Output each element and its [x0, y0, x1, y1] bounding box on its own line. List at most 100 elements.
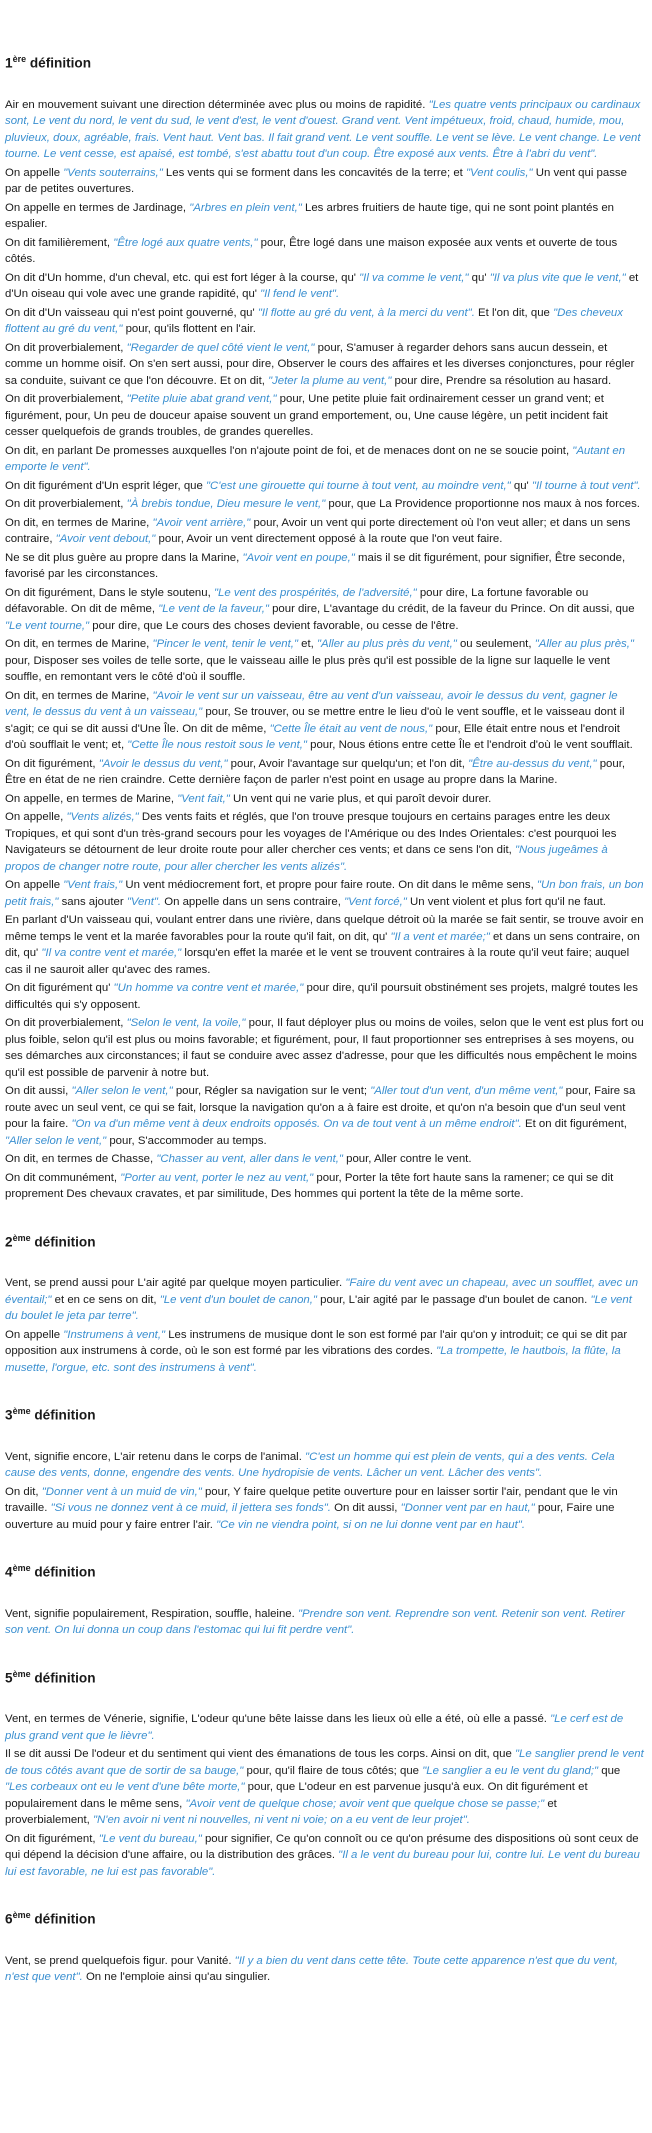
definition-paragraph: On dit proverbialement, "Petite pluie ab…	[5, 391, 644, 441]
definition-text: pour, que L'odeur en est parvenue jusqu'…	[5, 1781, 588, 1810]
definition-text: On dit figurément,	[5, 757, 99, 770]
definition-ordinal-suffix: ème	[12, 1406, 31, 1417]
definition-text: qu'	[510, 479, 532, 492]
example-quote: "Jeter la plume au vent,"	[268, 374, 392, 387]
example-quote: "Il fend le vent".	[260, 288, 340, 301]
example-quote: "Pincer le vent, tenir le vent,"	[152, 638, 298, 651]
definition-text: On dit, en termes de Chasse,	[5, 1153, 157, 1166]
definition-heading: 1ère définition	[5, 50, 644, 73]
definition-text: On dit aussi,	[5, 1085, 72, 1098]
example-quote: "Avoir le dessus du vent,"	[98, 757, 228, 770]
definition-paragraph: On dit figurément d'Un esprit léger, que…	[5, 478, 644, 495]
definition-text: Des vents faits et réglés, que l'on trou…	[5, 811, 617, 857]
definition-text: Il se dit aussi De l'odeur et du sentime…	[5, 1748, 515, 1761]
definition-text: On appelle dans un sens contraire,	[161, 895, 345, 908]
definition-text: pour, qu'ils flottent en l'air.	[122, 323, 256, 336]
definition-text: Vent, se prend aussi pour L'air agité pa…	[5, 1277, 346, 1290]
definition-paragraph: On dit proverbialement, "Regarder de que…	[5, 340, 644, 390]
example-quote: "Un bon frais, un bon petit frais,"	[5, 879, 644, 908]
example-quote: "Vent forcé,"	[344, 895, 407, 908]
example-quote: "Aller au plus près,"	[534, 638, 634, 651]
definition-label: définition	[34, 1670, 96, 1686]
example-quote: "Petite pluie abat grand vent,"	[126, 393, 277, 406]
definition-text: On dit figurément d'Un esprit léger, que	[5, 479, 206, 492]
example-quote: "Avoir vent debout,"	[55, 533, 156, 546]
example-quote: "Des cheveux flottent au gré du vent,"	[5, 306, 623, 336]
definition-text: Un vent qui ne varie plus, et qui paroît…	[229, 792, 492, 805]
definition-ordinal-suffix: ère	[12, 54, 27, 64]
definition-text: On dit, en termes de Marine,	[5, 638, 153, 651]
definition-paragraph: On appelle, "Vents alizés," Des vents fa…	[5, 809, 644, 875]
example-quote: "Il y a bien du vent dans cette tête. To…	[5, 1954, 618, 1984]
definition-text: lorsqu'en effet la marée et le vent se t…	[5, 947, 630, 976]
definition-text: On dit figurément,	[5, 1832, 99, 1845]
definition-text: pour, Elle était entre nous et l'endroit…	[5, 722, 620, 752]
example-quote: "Les quatre vents principaux ou cardinau…	[5, 98, 641, 161]
definition-text: On dit,	[5, 1485, 42, 1498]
definition-paragraph: On dit d'Un homme, d'un cheval, etc. qui…	[5, 270, 644, 303]
definition-text: On appelle	[5, 1328, 64, 1341]
example-quote: "Il va plus vite que le vent,"	[489, 271, 626, 284]
example-quote: "À brebis tondue, Dieu mesure le vent,"	[126, 498, 326, 511]
definition-text: Un vent violent et plus fort qu'il ne fa…	[406, 895, 606, 908]
definition-text: On dit, en parlant De promesses auxquell…	[5, 444, 573, 457]
definition-paragraph: On dit figurément, Dans le style soutenu…	[5, 585, 644, 635]
definition-text: pour, Être en état de ne rien craindre. …	[5, 757, 626, 787]
example-quote: "Regarder de quel côté vient le vent,"	[126, 341, 315, 354]
definition-paragraph: Vent, en termes de Vénerie, signifie, L'…	[5, 1711, 644, 1744]
example-quote: "Selon le vent, la voile,"	[126, 1017, 246, 1030]
example-quote: "Vent coulis,"	[466, 166, 533, 179]
definition-label: définition	[34, 1564, 96, 1580]
definition-paragraph: On dit aussi, "Aller selon le vent," pou…	[5, 1083, 644, 1149]
example-quote: "Autant en emporte le vent".	[5, 444, 626, 474]
definition-text: Les vents qui se forment dans les concav…	[162, 166, 467, 179]
definition-text: On appelle en termes de Jardinage,	[5, 201, 190, 214]
definition-text: On dit d'Un homme, d'un cheval, etc. qui…	[5, 271, 360, 284]
definition-text: mais il se dit figurément, pour signifie…	[5, 551, 626, 581]
definition-text: Les arbres fruitiers de haute tige, qui …	[5, 201, 615, 231]
definition-label: définition	[34, 1407, 96, 1423]
definition-text: pour, Y faire quelque petite ouverture p…	[5, 1485, 618, 1515]
example-quote: "Il va comme le vent,"	[359, 271, 469, 284]
example-quote: "Le vent des prospérités, de l'adversité…	[213, 586, 417, 599]
definition-text: On appelle,	[5, 811, 67, 824]
definition-text: Ne se dit plus guère au propre dans la M…	[5, 551, 243, 564]
definition-text: et dans un sens contraire, on dit, qu'	[5, 930, 640, 960]
definition-text: pour, qu'il flaire de tous côtés; que	[243, 1764, 423, 1777]
example-quote: "Avoir vent en poupe,"	[242, 551, 355, 564]
definition-paragraph: Vent, signifie populairement, Respiratio…	[5, 1606, 644, 1639]
example-quote: "Le vent d'un boulet de canon,"	[159, 1293, 317, 1306]
definition-heading: 5ème définition	[5, 1665, 644, 1688]
definition-paragraph: On dit proverbialement, "Selon le vent, …	[5, 1015, 644, 1081]
definition-number: 6	[5, 1911, 13, 1927]
example-quote: "Avoir le vent sur un vaisseau, être au …	[5, 689, 618, 719]
example-quote: "Aller tout d'un vent, d'un même vent,"	[370, 1085, 563, 1098]
definition-paragraph: En parlant d'Un vaisseau qui, voulant en…	[5, 912, 644, 978]
example-quote: "N'en avoir ni vent ni nouvelles, ni ven…	[93, 1814, 470, 1827]
example-quote: "Aller selon le vent,"	[71, 1085, 173, 1098]
definition-text: pour, Faire sa route avec un seul vent, …	[5, 1085, 636, 1131]
definition-text: pour, Porter la tête fort haute sans la …	[5, 1171, 614, 1201]
definition-label: définition	[34, 1911, 96, 1927]
definition-paragraph: On appelle "Vent frais," Un vent médiocr…	[5, 877, 644, 910]
definition-text: Un vent qui passe par de petites ouvertu…	[5, 166, 627, 196]
example-quote: "Donner vent par en haut,"	[400, 1502, 535, 1515]
definition-text: pour dire, L'avantage du crédit, de la f…	[268, 603, 635, 616]
definition-paragraph: On appelle "Instrumens à vent," Les inst…	[5, 1327, 644, 1377]
example-quote: "C'est une girouette qui tourne à tout v…	[206, 479, 511, 492]
definition-text: pour, Faire une ouverture au muid pour y…	[5, 1502, 615, 1531]
definition-text: sans ajouter	[58, 895, 127, 908]
definition-text: En parlant d'Un vaisseau qui, voulant en…	[5, 914, 644, 943]
definition-paragraph: On dit figurément qu' "Un homme va contr…	[5, 980, 644, 1013]
definition-text: pour, L'air agité par le passage d'un bo…	[316, 1293, 591, 1306]
definition-text: On dit, en termes de Marine,	[5, 516, 153, 529]
definition-text: pour, Avoir un vent directement opposé à…	[155, 533, 503, 546]
definition-text: On dit aussi,	[330, 1502, 401, 1515]
definition-text: On ne l'emploie ainsi qu'au singulier.	[82, 1971, 271, 1984]
example-quote: "Il tourne à tout vent".	[531, 479, 641, 492]
example-quote: "On va d'un même vent à deux endroits op…	[71, 1118, 522, 1131]
definition-text: Air en mouvement suivant une direction d…	[5, 98, 429, 111]
definition-paragraph: On dit, en termes de Marine, "Avoir le v…	[5, 688, 644, 754]
